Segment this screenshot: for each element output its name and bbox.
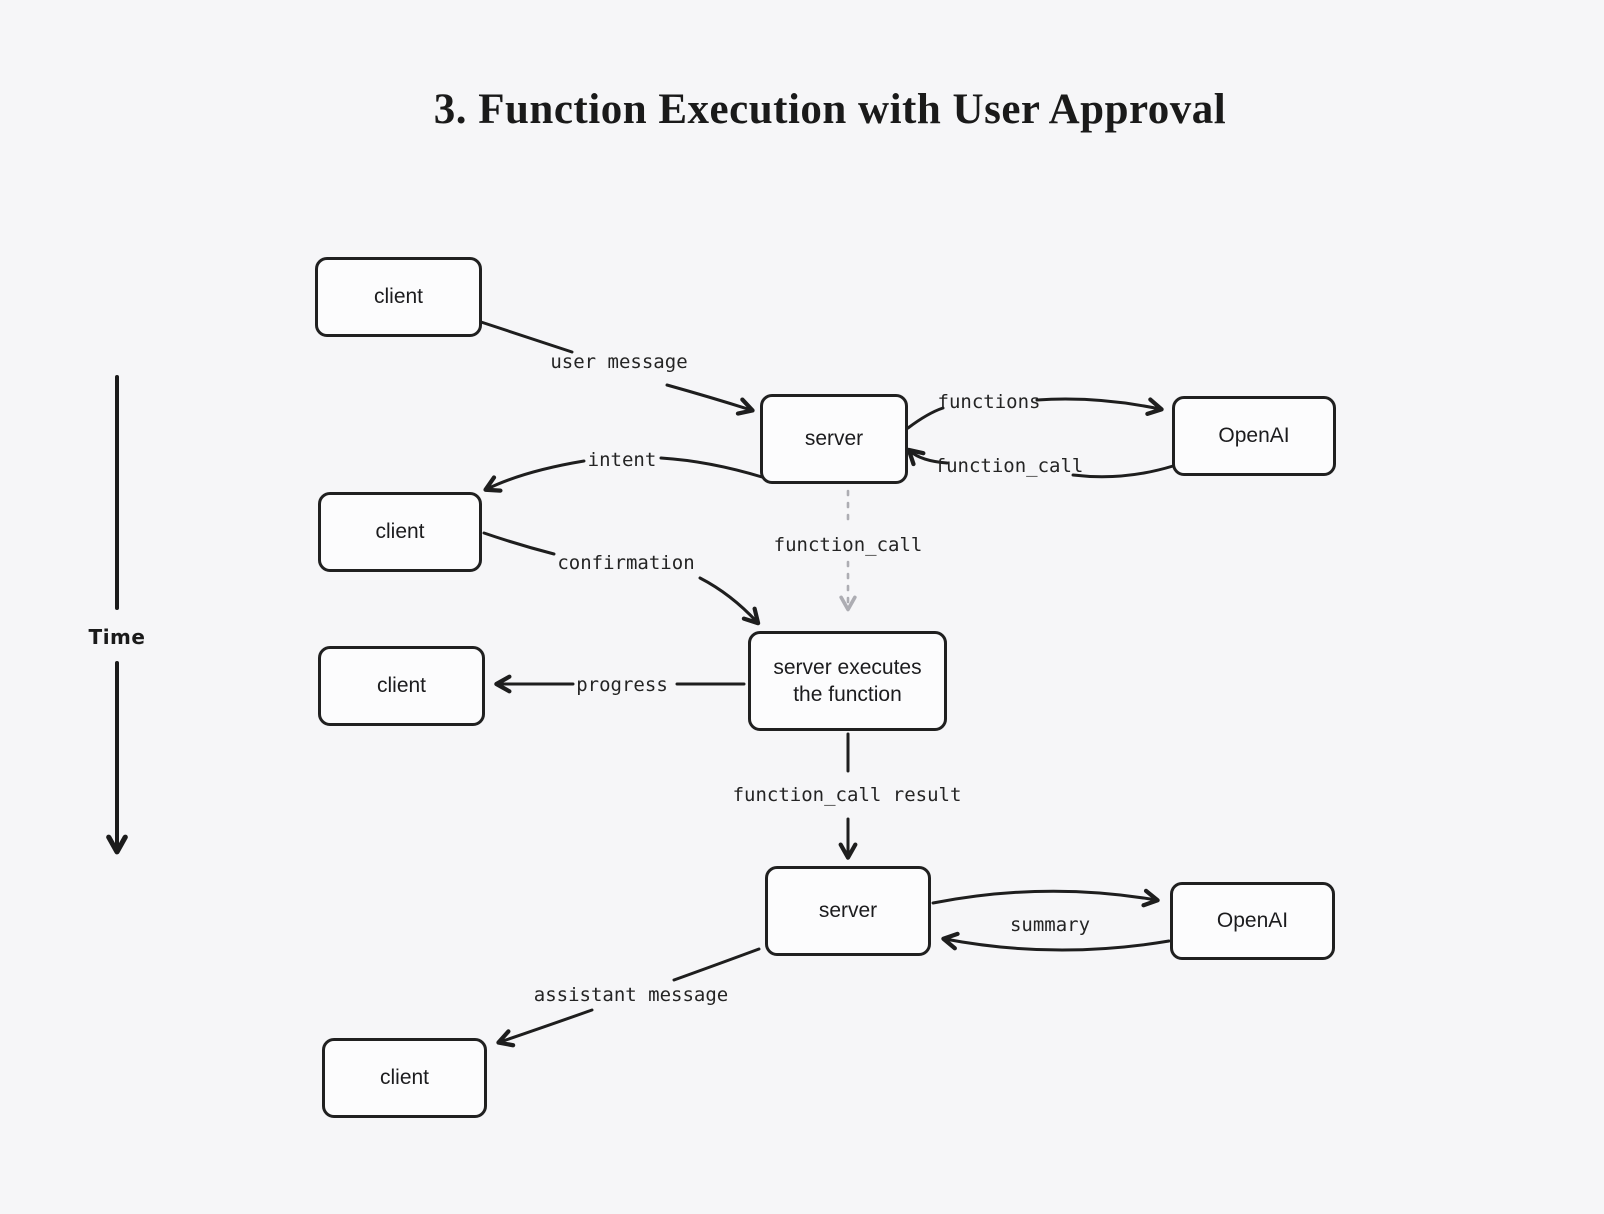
edge-functions-line <box>906 406 945 430</box>
node-client-bottom: client <box>322 1038 487 1118</box>
edge-function-call-line <box>1071 464 1175 479</box>
edge-label-functions: functions <box>937 391 1041 413</box>
node-client-top: client <box>315 257 482 337</box>
edge-intent-line <box>659 456 764 479</box>
edge-user-message-line <box>479 320 574 354</box>
node-label: client <box>375 520 425 544</box>
edge-assistant-message-line <box>672 947 761 982</box>
node-label: OpenAI <box>1218 424 1290 448</box>
edge-label-summary: summary <box>1009 914 1091 936</box>
edge-label-confirmation: confirmation <box>557 552 695 574</box>
edge-confirmation-line <box>482 531 556 556</box>
node-server-executes: server executes the function <box>748 631 947 731</box>
edge-confirmation-arrow <box>698 576 761 626</box>
edge-label-function-call-dashed: function_call <box>773 534 923 556</box>
time-axis-label: Time <box>88 625 146 649</box>
node-openai-top: OpenAI <box>1172 396 1336 476</box>
edge-label-function-call-result: function_call result <box>732 784 962 806</box>
edge-label-assistant-message: assistant message <box>533 984 729 1006</box>
node-client-intent: client <box>318 492 482 572</box>
edge-intent-arrow <box>483 459 586 493</box>
edge-summary-to-server-arrow <box>941 931 1171 952</box>
edge-function-call-arrow <box>906 447 949 467</box>
node-label: server <box>818 899 878 923</box>
node-server-bottom: server <box>765 866 931 956</box>
edge-user-message-arrow <box>665 383 755 416</box>
edge-functions-arrow <box>1035 397 1164 416</box>
edge-label-function-call: function_call <box>934 455 1084 477</box>
node-label: client <box>373 285 424 309</box>
node-label: OpenAI <box>1216 909 1289 933</box>
edge-summary-to-openai-arrow <box>931 888 1160 908</box>
node-label: client <box>376 674 427 698</box>
node-server-top: server <box>760 394 908 484</box>
node-label: server executes the function <box>773 655 922 706</box>
node-client-progress: client <box>318 646 485 726</box>
edge-label-intent: intent <box>587 449 657 471</box>
node-label: server <box>804 427 864 451</box>
edge-label-progress: progress <box>576 674 668 696</box>
node-label: client <box>379 1066 430 1090</box>
edge-label-user-message: user message <box>550 351 688 373</box>
edge-assistant-message-arrow <box>496 1008 594 1048</box>
node-openai-bottom: OpenAI <box>1170 882 1335 960</box>
diagram-title: 3. Function Execution with User Approval <box>433 86 1227 133</box>
